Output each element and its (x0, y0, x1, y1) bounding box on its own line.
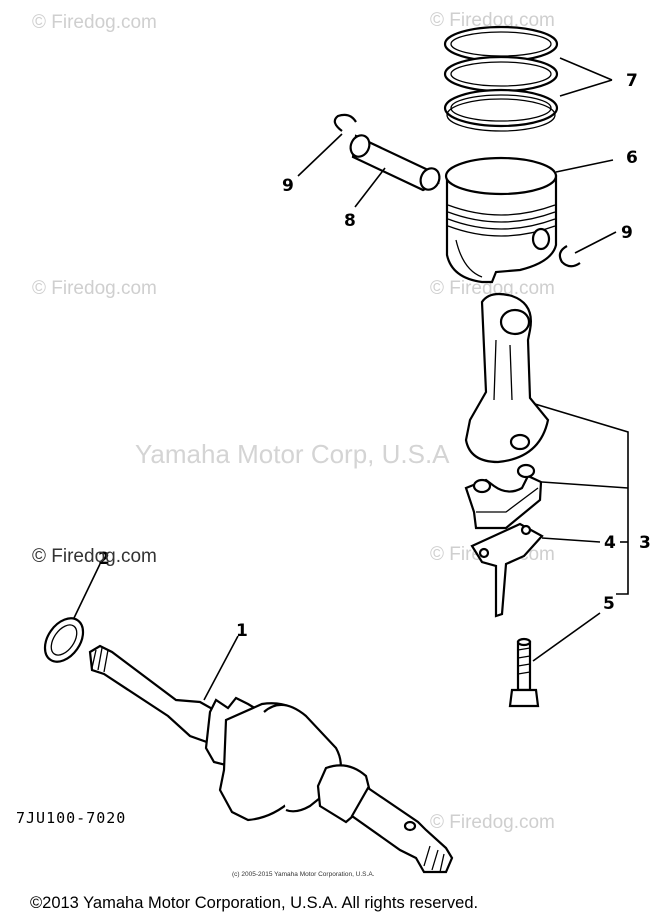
piston-pin (349, 134, 441, 192)
callout-9-right: 9 (621, 223, 633, 243)
leader-line (532, 612, 601, 662)
small-copyright: (c) 2005-2015 Yamaha Motor Corporation, … (232, 871, 375, 878)
watermark: © Firedog.com (430, 812, 555, 833)
connecting-rod (464, 292, 550, 464)
leader-line (559, 57, 613, 97)
circlip-right (558, 245, 581, 268)
watermark: © Firedog.com (32, 12, 157, 33)
oil-seal (43, 617, 85, 663)
callout-2: 2 (98, 549, 110, 569)
callout-3: 3 (639, 533, 651, 553)
callout-8: 8 (344, 211, 356, 231)
watermark: © Firedog.com (32, 546, 157, 567)
bolt (508, 637, 540, 708)
watermark: © Firedog.com (430, 10, 555, 31)
circlip-left (333, 113, 357, 132)
drawing-code: 7JU100-7020 (16, 809, 126, 827)
piston (444, 156, 558, 284)
footer-copyright: ©2013 Yamaha Motor Corporation, U.S.A. A… (30, 894, 478, 912)
callout-1: 1 (236, 621, 248, 641)
oil-dipper (470, 522, 544, 618)
watermark: © Firedog.com (32, 278, 157, 299)
leader-line (574, 231, 617, 254)
leader-line (73, 563, 101, 619)
connecting-rod-cap (464, 463, 543, 530)
piston-rings (443, 25, 559, 132)
crankshaft (88, 644, 454, 874)
leader-line (555, 159, 614, 173)
assembly-bracket (534, 403, 629, 595)
callout-labels: 1 2 3 4 5 6 7 8 9 9 (98, 71, 651, 641)
leader-line (297, 133, 343, 177)
callout-9-left: 9 (282, 176, 294, 196)
watermark-center: Yamaha Motor Corp, U.S.A (135, 439, 450, 469)
leader-line (203, 635, 239, 701)
watermark-layer: © Firedog.com © Firedog.com © Firedog.co… (32, 10, 555, 833)
callout-6: 6 (626, 148, 638, 168)
watermark: © Firedog.com (430, 278, 555, 299)
callout-5: 5 (603, 594, 615, 614)
callout-4: 4 (604, 533, 616, 553)
leader-line (354, 167, 386, 208)
callout-7: 7 (626, 71, 638, 91)
